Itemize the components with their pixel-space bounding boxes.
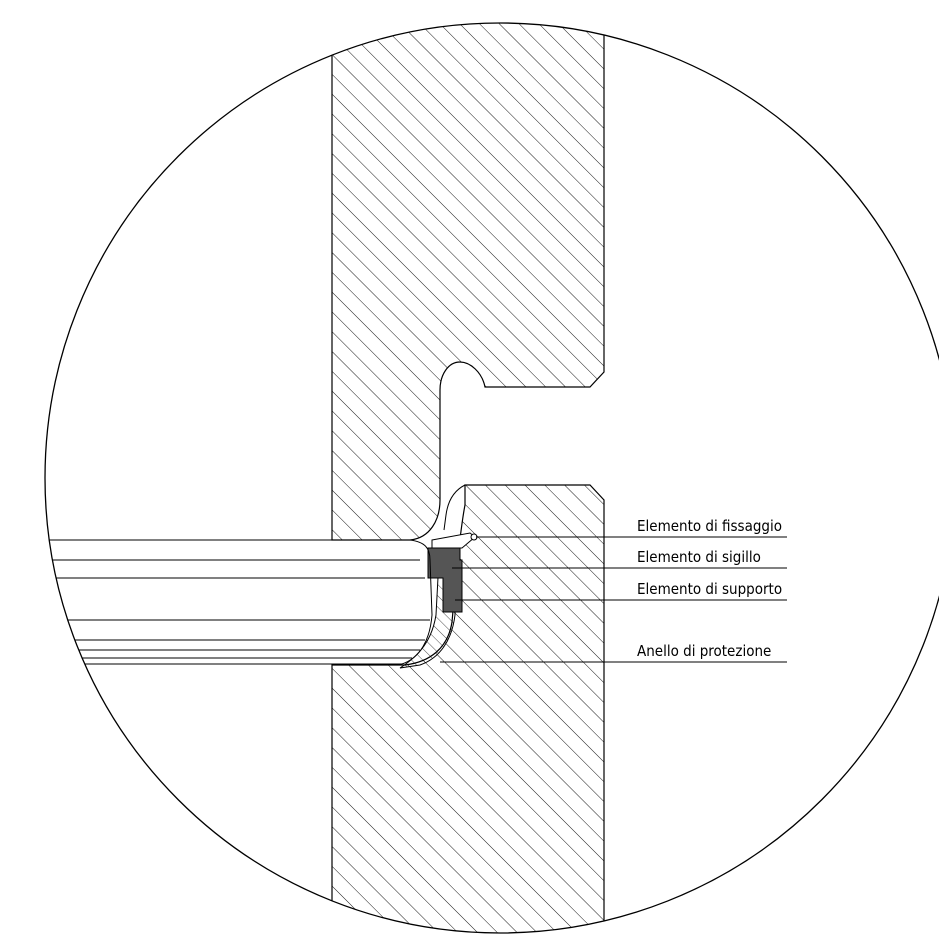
- leader-lines: [440, 536, 787, 663]
- label-fissaggio: Elemento di fissaggio: [637, 517, 782, 535]
- upper-flange-section: [331, 23, 605, 541]
- label-supporto: Elemento di supporto: [637, 580, 782, 598]
- seal-element: [427, 547, 463, 613]
- lower-flange-section: [331, 484, 605, 933]
- shaft-lines: [45, 539, 433, 665]
- groove-contour: [443, 484, 466, 531]
- detail-view: [45, 23, 605, 933]
- label-sigillo: Elemento di sigillo: [637, 548, 761, 566]
- label-protezione: Anello di protezione: [637, 642, 771, 660]
- detail-circle: [44, 22, 939, 934]
- fixing-element: [431, 532, 476, 549]
